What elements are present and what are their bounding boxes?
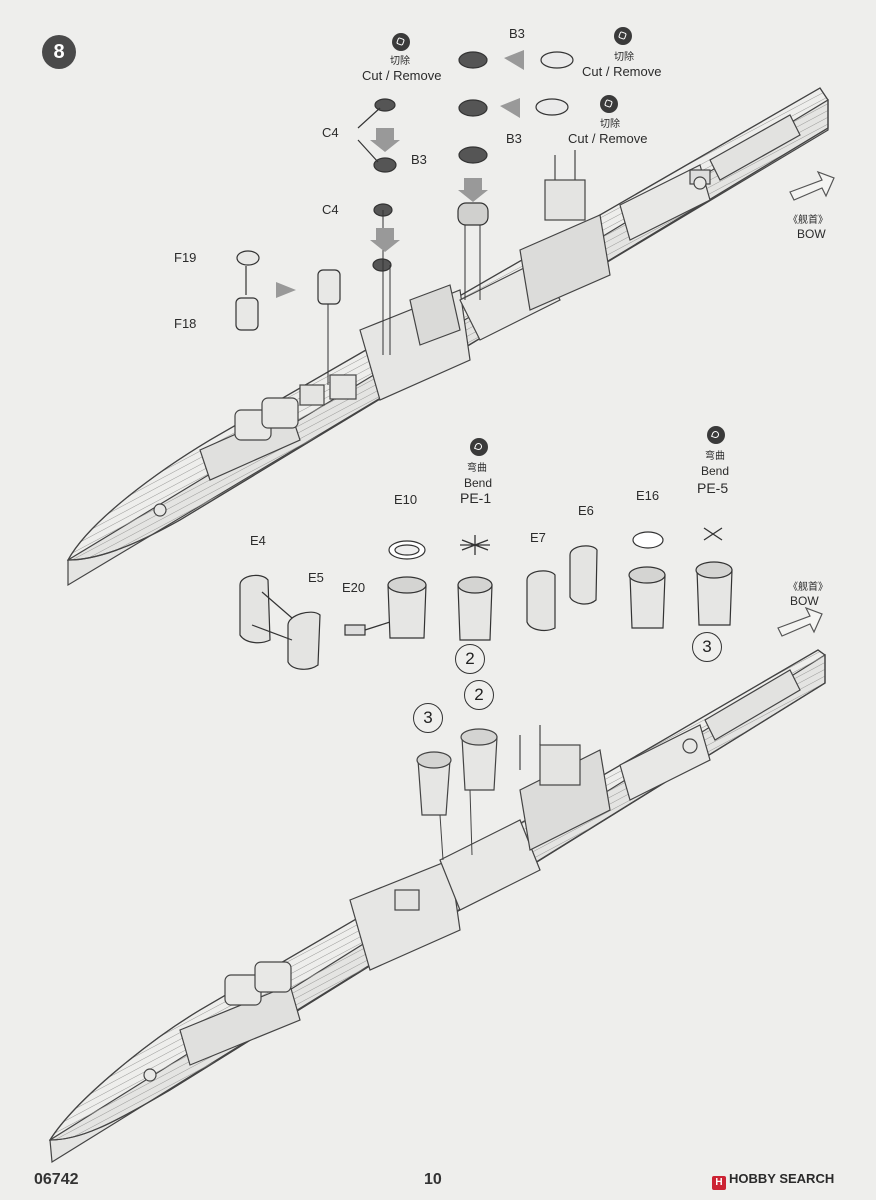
arrows-top xyxy=(276,50,524,298)
bow-label-en-bottom: BOW xyxy=(790,594,819,608)
cut-label-cn-2: 切除 xyxy=(614,52,634,63)
part-label-e4: E4 xyxy=(250,533,266,548)
part-label-c4-a: C4 xyxy=(322,125,339,140)
bow-label-cn-top: 《舰首》 xyxy=(788,215,828,226)
part-label-e5: E5 xyxy=(308,570,324,585)
cut-icon xyxy=(392,33,410,51)
part-label-f18: F18 xyxy=(174,316,197,331)
part-label-e20: E20 xyxy=(342,580,366,595)
bend-label-cn-2: 弯曲 xyxy=(705,451,725,462)
bow-label-en-top: BOW xyxy=(797,227,826,241)
part-label-e6: E6 xyxy=(578,503,594,518)
part-label-c4-b: C4 xyxy=(322,202,339,217)
bow-arrows xyxy=(777,170,835,637)
part-label-pe1: PE-1 xyxy=(460,490,492,506)
bend-label-en-2: Bend xyxy=(701,464,730,478)
part-label-e7: E7 xyxy=(530,530,546,545)
part-label-e16: E16 xyxy=(636,488,660,503)
cut-label-cn-3: 切除 xyxy=(600,119,620,130)
parts-middle xyxy=(239,527,733,670)
page-number: 10 xyxy=(424,1171,442,1188)
part-label-f19: F19 xyxy=(174,250,197,265)
cut-icon xyxy=(614,27,632,45)
cut-label-cn-1: 切除 xyxy=(390,56,410,67)
subassembly-ref-3-upper: 3 xyxy=(692,632,722,662)
bend-icon xyxy=(470,438,488,456)
cut-label-en-2: Cut / Remove xyxy=(582,64,662,79)
bend-label-cn-1: 弯曲 xyxy=(467,463,487,474)
watermark-logo: H xyxy=(712,1176,726,1190)
part-label-b3-mid: B3 xyxy=(506,131,522,146)
cut-icon xyxy=(600,95,618,113)
product-code: 06742 xyxy=(34,1171,79,1188)
cut-label-en-1: Cut / Remove xyxy=(362,68,442,83)
watermark-text: HOBBY SEARCH xyxy=(729,1171,835,1186)
bend-label-en-1: Bend xyxy=(464,476,493,490)
part-label-e10: E10 xyxy=(394,492,418,507)
ship-bottom xyxy=(48,649,826,1164)
subassembly-ref-3-lower: 3 xyxy=(413,703,443,733)
ship-top xyxy=(66,87,829,587)
cut-label-en-3: Cut / Remove xyxy=(568,131,648,146)
step-number-badge: 8 xyxy=(42,35,76,69)
part-label-b3-top: B3 xyxy=(509,26,525,41)
part-label-pe5: PE-5 xyxy=(697,480,729,496)
bend-icon xyxy=(707,426,725,444)
subassembly-ref-2-lower: 2 xyxy=(464,680,494,710)
subassembly-ref-2-upper: 2 xyxy=(455,644,485,674)
parts-top xyxy=(235,51,574,385)
part-label-b3-low: B3 xyxy=(411,152,427,167)
bow-label-cn-bottom: 《舰首》 xyxy=(788,582,828,593)
